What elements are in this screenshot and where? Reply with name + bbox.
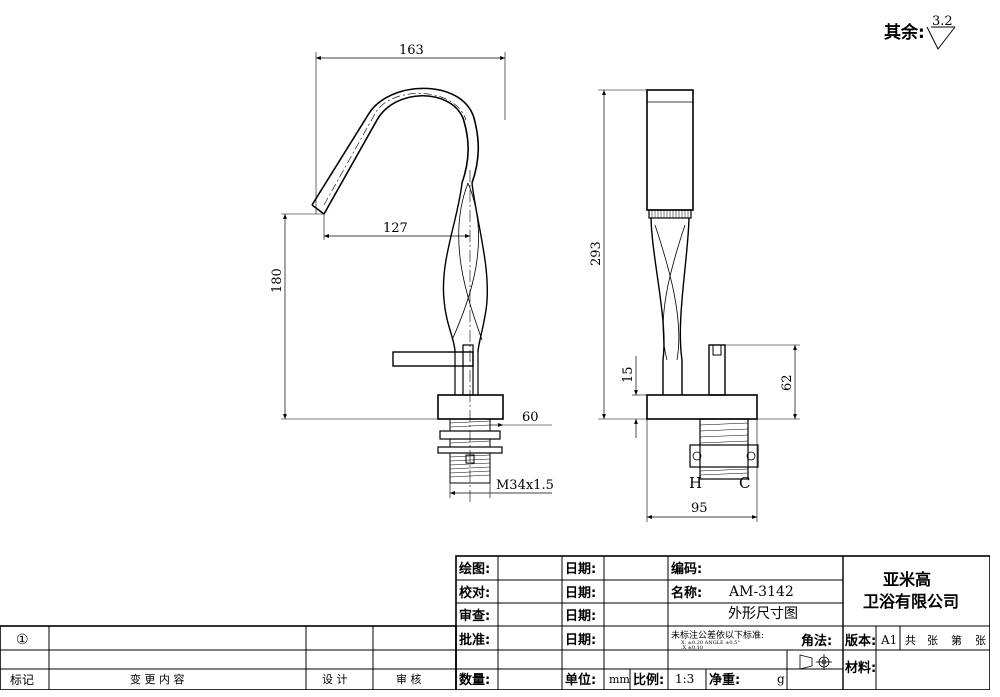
- label-hot: H: [689, 474, 702, 492]
- date-label-2: 日期:: [565, 586, 596, 601]
- front-base-plate: [646, 394, 758, 420]
- version-label: 版本:: [845, 633, 876, 649]
- company-line1: 亚米高: [883, 570, 931, 589]
- date-label-3: 日期:: [565, 609, 596, 624]
- angle-label: 角法:: [801, 633, 832, 649]
- col-design: 设 计: [322, 673, 348, 686]
- front-top-block: [646, 89, 694, 211]
- dim-293: 293: [589, 241, 604, 266]
- sheets-total: 共: [905, 634, 916, 647]
- tolerance-detail1: X. ±0.20 ANGLE ±0.5°: [681, 640, 740, 646]
- dim-180: 180: [270, 268, 285, 293]
- title-block-text: 绘图: 校对: 审查: 批准: 数量: 日期: 日期: 日期: 日期: 单位: …: [10, 561, 986, 688]
- dim-60: 60: [522, 410, 539, 425]
- spout-outline: [323, 94, 469, 215]
- quantity-label: 数量:: [459, 672, 490, 688]
- label-cold: C: [739, 474, 750, 492]
- dim-15: 15: [621, 366, 636, 383]
- roughness-label: 其余:: [884, 22, 925, 43]
- dim-163: 163: [399, 43, 424, 58]
- weight-unit: g: [777, 672, 785, 686]
- front-lever: [708, 344, 726, 396]
- front-view: [598, 89, 800, 522]
- review-label: 审查:: [459, 608, 490, 624]
- approve-label: 批准:: [459, 632, 490, 648]
- check-label: 校对:: [459, 585, 490, 601]
- col-content: 变 更 内 容: [130, 672, 185, 686]
- material-label: 材料:: [845, 660, 876, 676]
- twisted-body: [442, 182, 463, 353]
- roughness-value: 3.2: [932, 14, 953, 29]
- name-label: 名称:: [671, 585, 702, 601]
- unit-value: mm: [609, 673, 630, 686]
- rev-symbol: ①: [16, 632, 29, 648]
- name-value: 外形尺寸图: [728, 606, 798, 622]
- net-weight-label: 净重:: [709, 672, 740, 688]
- code-label: 编码:: [671, 561, 702, 577]
- side-base-plate: [437, 394, 504, 420]
- col-mark: 标记: [10, 673, 34, 687]
- draw-label: 绘图:: [459, 561, 490, 577]
- dim-62: 62: [780, 374, 795, 391]
- sheet-no: 第: [951, 633, 962, 647]
- tolerance-note: 未标注公差依以下标准:: [671, 629, 764, 641]
- scale-value: 1:3: [675, 672, 694, 686]
- sheets-unit2: 张: [975, 634, 986, 647]
- roughness-symbol: 其余: 3.2: [884, 14, 956, 50]
- date-label-4: 日期:: [565, 633, 596, 648]
- tolerance-detail2: .X ±0.10: [681, 645, 703, 651]
- code-value: AM-3142: [728, 584, 794, 600]
- side-view-labels: 163 127 180 60 M34x1.5: [270, 43, 554, 493]
- projection-angle-icon: [799, 654, 832, 670]
- scale-label: 比例:: [633, 672, 664, 688]
- col-audit: 审 核: [396, 672, 422, 686]
- dim-thread: M34x1.5: [496, 478, 554, 493]
- unit-label: 单位:: [565, 672, 596, 688]
- side-view: [281, 52, 552, 505]
- date-label-1: 日期:: [565, 562, 596, 577]
- front-twisted-body: [650, 217, 665, 395]
- version-value: A1: [880, 633, 897, 647]
- dim-127: 127: [383, 221, 408, 236]
- side-lever: [392, 351, 474, 367]
- company-line2: 卫浴有限公司: [863, 592, 959, 611]
- dim-95: 95: [691, 501, 708, 516]
- sheets-unit1: 张: [927, 634, 938, 647]
- title-block-grid: [0, 555, 990, 690]
- front-view-labels: 293 15 62 95 H C: [589, 241, 795, 516]
